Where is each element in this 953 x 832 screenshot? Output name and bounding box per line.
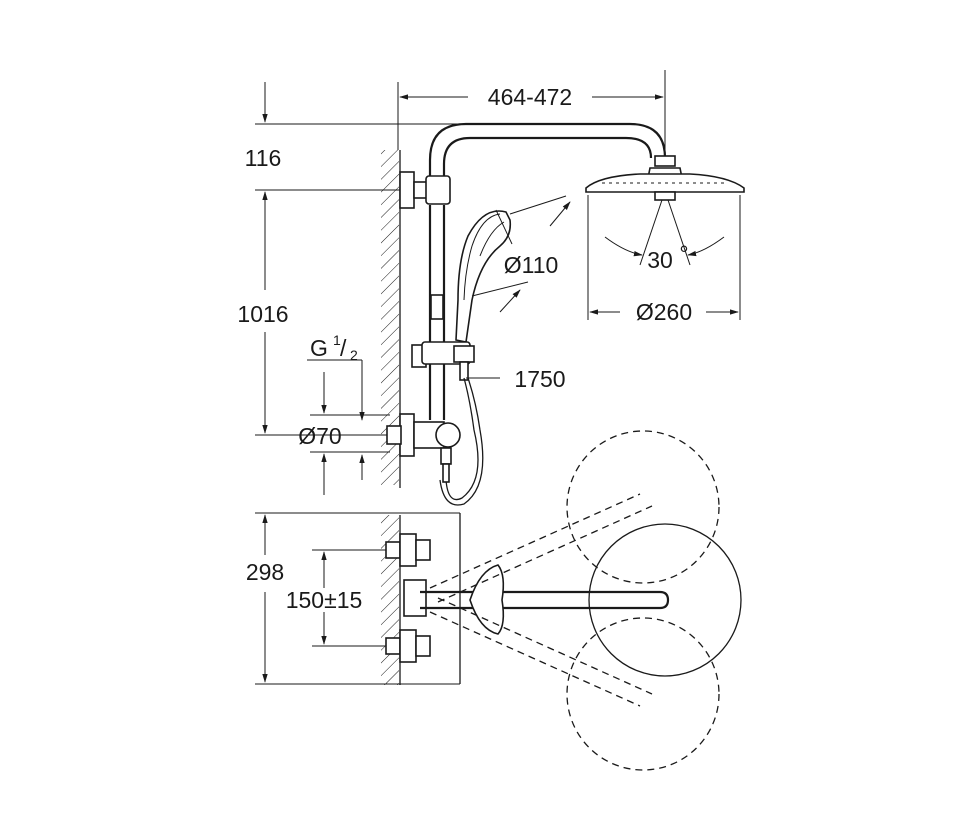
degree-sign: °	[679, 241, 688, 267]
head-shower	[585, 155, 745, 201]
dim-head-shower-diameter: Ø260	[636, 299, 692, 325]
dim-height: 1016	[237, 301, 288, 327]
dim-top-offset: 116	[245, 145, 282, 171]
plan-view: 298 150±15	[246, 430, 742, 771]
dim-hand-shower-diameter: Ø110	[504, 252, 559, 278]
thread-numerator: 1	[333, 332, 341, 348]
dim-mixer-height: 298	[246, 559, 284, 585]
head-shower-swivel-upper	[566, 430, 720, 584]
thread-slash: /	[340, 335, 347, 361]
wall-hatch-plan	[381, 515, 399, 685]
wall-connectors	[385, 533, 431, 663]
diverter-mixer	[386, 413, 461, 483]
dim-head-angle: 30	[647, 247, 673, 273]
dim-hose-length: 1750	[514, 366, 565, 392]
wall-hatch	[381, 150, 399, 485]
wall-bracket	[399, 171, 415, 209]
front-elevation-view: 464-472 116 1016	[237, 70, 745, 506]
shower-riser-arm	[428, 122, 667, 195]
hand-shower	[455, 209, 513, 343]
thread-g-label: G	[310, 335, 328, 361]
head-shower-swivel-lower	[566, 617, 720, 771]
thread-denominator: 2	[350, 347, 358, 363]
dim-outlet-diameter: Ø70	[298, 423, 341, 449]
slide-holder	[411, 341, 475, 381]
dim-connection-spacing: 150±15	[286, 587, 363, 613]
dim-overall-width: 464-472	[488, 84, 572, 110]
shower-hose	[445, 377, 479, 501]
head-shower-plan	[588, 523, 742, 677]
